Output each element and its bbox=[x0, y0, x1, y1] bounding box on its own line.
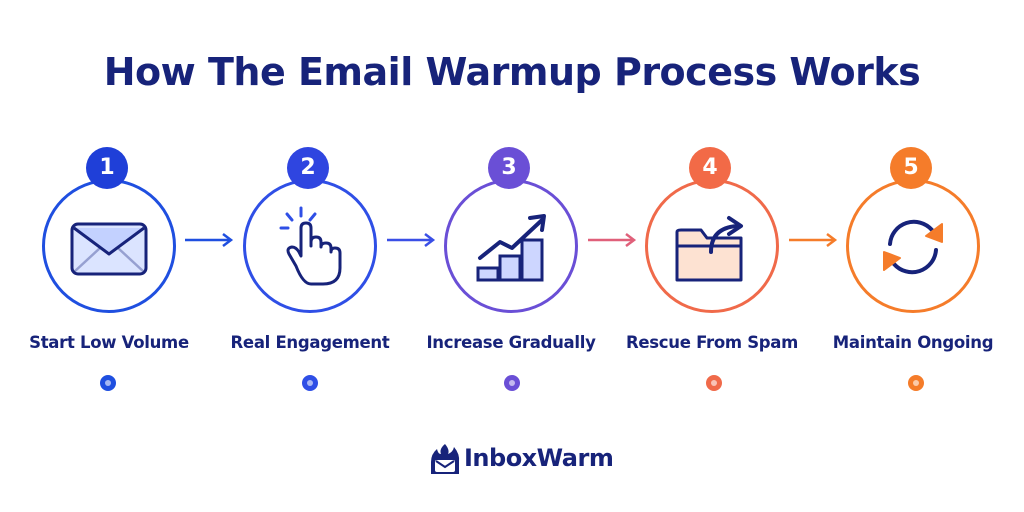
step-2: 2 bbox=[235, 147, 395, 313]
refresh-cycle-icon bbox=[883, 219, 943, 275]
step-1-label: Start Low Volume bbox=[29, 333, 189, 352]
timeline-dot-2 bbox=[302, 375, 318, 391]
hand-pointer-icon bbox=[279, 206, 342, 286]
timeline-dot-3 bbox=[504, 375, 520, 391]
step-5-badge: 5 bbox=[890, 147, 932, 189]
step-3: 3 bbox=[436, 147, 596, 313]
step-2-badge: 2 bbox=[287, 147, 329, 189]
flame-mailbox-icon bbox=[431, 444, 460, 474]
step-5: 5 bbox=[838, 147, 998, 313]
step-4: 4 bbox=[637, 147, 797, 313]
growth-chart-icon bbox=[476, 214, 546, 282]
page-title: How The Email Warmup Process Works bbox=[103, 50, 921, 94]
timeline-dot-4 bbox=[706, 375, 722, 391]
progress-timeline bbox=[100, 375, 924, 391]
arrow-2-3 bbox=[387, 233, 436, 247]
step-4-ring bbox=[645, 179, 779, 313]
brand-logo: InboxWarm bbox=[428, 440, 614, 484]
envelope-icon bbox=[70, 222, 148, 276]
step-5-label: Maintain Ongoing bbox=[832, 333, 994, 352]
arrow-3-4 bbox=[588, 233, 637, 247]
step-1: 1 bbox=[34, 147, 194, 313]
arrow-1-2 bbox=[185, 233, 234, 247]
step-3-badge: 3 bbox=[488, 147, 530, 189]
step-2-label: Real Engagement bbox=[230, 333, 390, 352]
timeline-dot-1 bbox=[100, 375, 116, 391]
step-3-label: Increase Gradually bbox=[426, 333, 596, 352]
step-4-label: Rescue From Spam bbox=[625, 333, 799, 352]
folder-arrow-icon bbox=[675, 216, 743, 282]
step-5-ring bbox=[846, 179, 980, 313]
arrow-4-5 bbox=[789, 233, 838, 247]
brand-name: InboxWarm bbox=[464, 444, 614, 472]
step-4-badge: 4 bbox=[689, 147, 731, 189]
timeline-dot-5 bbox=[908, 375, 924, 391]
step-1-badge: 1 bbox=[86, 147, 128, 189]
